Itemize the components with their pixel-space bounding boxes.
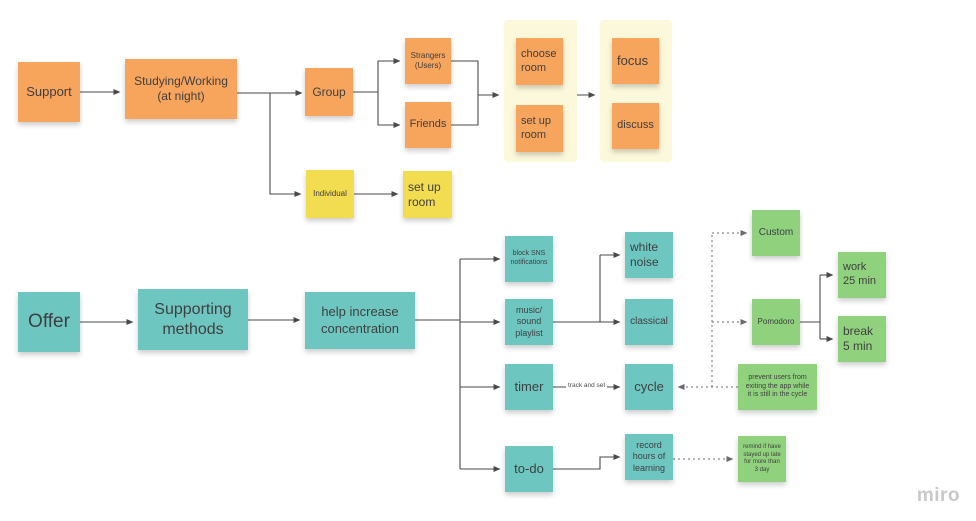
note-text: classical — [630, 315, 668, 327]
note-set-up-room-individual[interactable]: set up room — [403, 171, 452, 218]
note-help-increase-concentration[interactable]: help increase concentration — [305, 292, 415, 349]
note-text: set up room — [521, 114, 551, 141]
note-group[interactable]: Group — [305, 68, 353, 116]
note-text: Offer — [28, 311, 70, 333]
note-text: prevent users from exiting the app while… — [745, 373, 810, 399]
note-classical[interactable]: classical — [625, 299, 673, 345]
note-text: help increase concentration — [320, 304, 400, 336]
note-text: Supporting methods — [154, 300, 232, 338]
note-text: break 5 min — [843, 324, 874, 353]
note-remind-stayed-up-late[interactable]: remind if have stayed up late for more t… — [738, 436, 786, 482]
note-prevent-exit-cycle[interactable]: prevent users from exiting the app while… — [738, 364, 817, 410]
note-strangers-users[interactable]: Strangers (Users) — [405, 38, 451, 84]
note-text: white noise — [630, 240, 659, 269]
note-break-5-min[interactable]: break 5 min — [838, 316, 886, 362]
note-custom[interactable]: Custom — [752, 210, 800, 256]
connector-group-friends[interactable] — [377, 92, 401, 128]
note-text: Strangers (Users) — [410, 51, 446, 70]
note-timer[interactable]: timer — [505, 364, 553, 410]
note-pomodoro[interactable]: Pomodoro — [752, 299, 800, 345]
note-to-do[interactable]: to-do — [505, 446, 553, 492]
connector-group-strangers[interactable] — [377, 58, 401, 92]
note-text: work 25 min — [843, 261, 877, 287]
note-text: to-do — [514, 460, 544, 476]
note-text: cycle — [634, 378, 664, 394]
connector-studying-individual[interactable] — [269, 93, 302, 197]
note-text: focus — [617, 52, 649, 68]
note-text: remind if have stayed up late for more t… — [743, 444, 781, 473]
connector-label-track-and-set[interactable]: track and set — [566, 381, 608, 391]
note-choose-room[interactable]: choose room — [516, 38, 563, 85]
note-text: Custom — [758, 226, 794, 238]
note-text: Pomodoro — [757, 317, 795, 326]
note-block-sns-notifications[interactable]: block SNS notifications — [505, 236, 553, 282]
note-white-noise[interactable]: white noise — [625, 232, 673, 278]
note-text: Friends — [409, 118, 447, 131]
note-work-25-min[interactable]: work 25 min — [838, 252, 886, 298]
note-text: timer — [514, 378, 544, 394]
note-focus[interactable]: focus — [612, 38, 659, 84]
note-music-sound-playlist[interactable]: music/ sound playlist — [505, 299, 553, 345]
note-text: Group — [312, 84, 346, 99]
note-supporting-methods[interactable]: Supporting methods — [138, 289, 248, 350]
note-support[interactable]: Support — [18, 62, 80, 122]
note-text: music/ sound playlist — [515, 305, 543, 338]
note-friends[interactable]: Friends — [405, 102, 451, 148]
connector-todo-record[interactable] — [553, 454, 621, 470]
note-text: choose room — [521, 47, 557, 74]
connector-merge-bracket[interactable] — [451, 60, 479, 126]
note-text: Individual — [313, 189, 347, 198]
note-set-up-room[interactable]: set up room — [516, 105, 563, 152]
note-cycle[interactable]: cycle — [625, 364, 673, 410]
miro-watermark: miro — [916, 485, 960, 506]
note-individual[interactable]: Individual — [306, 170, 354, 218]
note-text: record hours of learning — [632, 440, 666, 473]
dotted-connectors[interactable] — [673, 230, 748, 462]
note-text: set up room — [408, 179, 441, 209]
note-record-hours-of-learning[interactable]: record hours of learning — [625, 434, 673, 480]
note-discuss[interactable]: discuss — [612, 103, 659, 149]
note-text: block SNS notifications — [510, 250, 548, 266]
note-studying-working[interactable]: Studying/Working (at night) — [125, 59, 237, 119]
solid-connectors[interactable] — [80, 58, 834, 472]
note-text: Support — [26, 83, 72, 99]
note-offer[interactable]: Offer — [18, 292, 80, 352]
note-text: discuss — [617, 119, 654, 132]
note-text: Studying/Working (at night) — [134, 74, 228, 103]
